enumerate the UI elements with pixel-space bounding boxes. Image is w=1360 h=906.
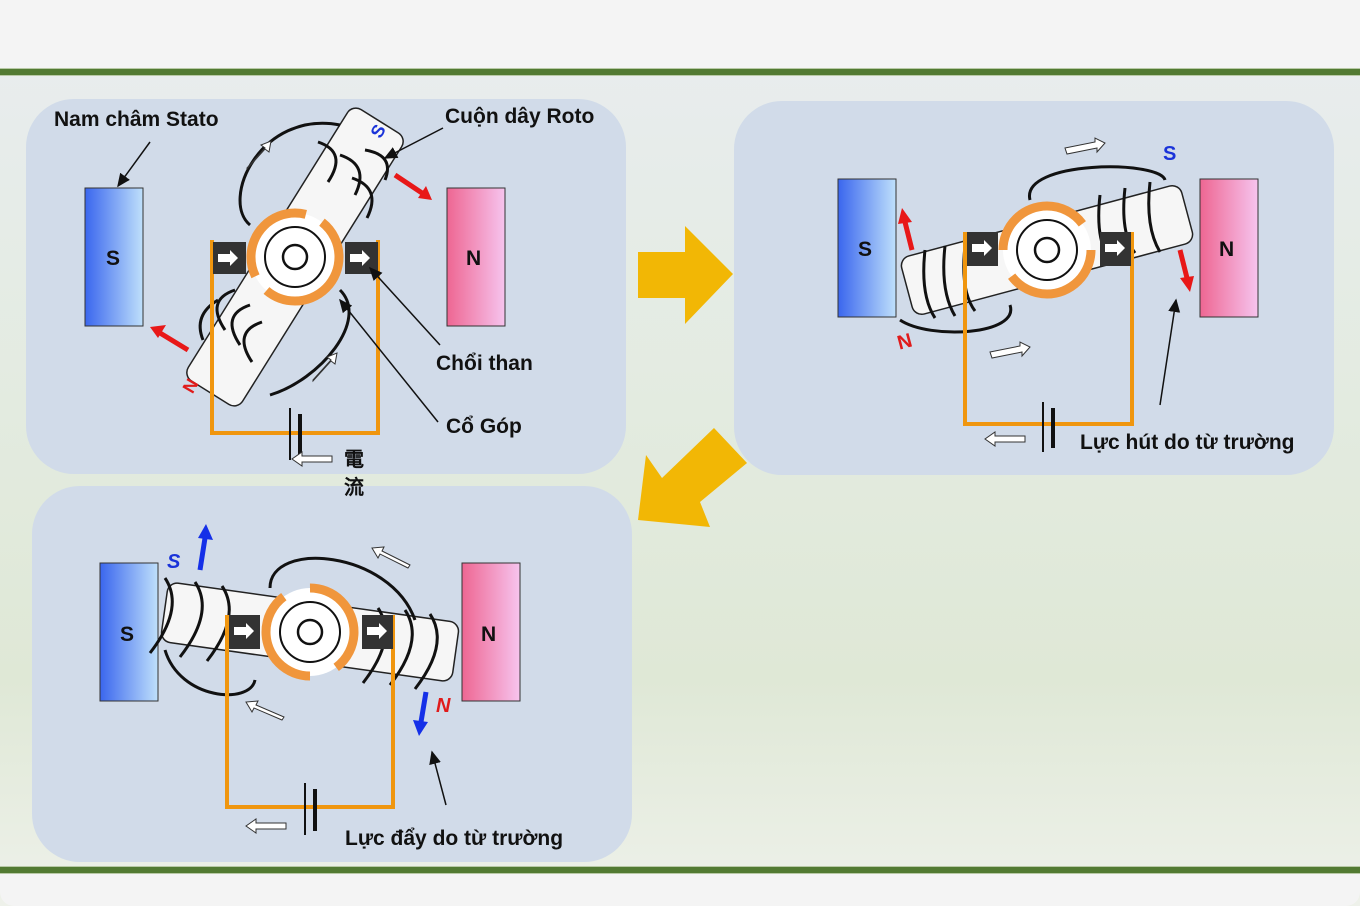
rotor-coil-label: Cuộn dây Roto bbox=[445, 105, 594, 128]
stator-north-pole bbox=[446, 187, 506, 327]
rotor-pole-s-letter: S bbox=[167, 551, 181, 573]
current-arrow-icon bbox=[1064, 137, 1106, 155]
stator-left-pole-letter: S bbox=[858, 238, 872, 261]
slide-header-bar bbox=[0, 0, 1360, 69]
rotor-pole-n-letter: N bbox=[436, 695, 451, 717]
stator-left-pole-letter: S bbox=[120, 623, 134, 646]
stator-north-pole bbox=[1199, 178, 1259, 318]
panel-3-diagram: S N S N Lực đẩy do từ trường bbox=[99, 524, 563, 850]
force-arrow-blue bbox=[197, 537, 208, 571]
current-arrow-icon bbox=[246, 140, 272, 171]
stator-south-pole bbox=[837, 178, 897, 318]
current-arrow-icon bbox=[245, 700, 285, 721]
current-arrow-icon bbox=[989, 341, 1031, 359]
current-arrow-icon bbox=[245, 818, 287, 834]
rotor-pole-n-letter: N bbox=[895, 330, 915, 355]
stator-south-pole bbox=[84, 187, 144, 327]
force-arrow-blue bbox=[418, 691, 429, 723]
footer-divider bbox=[0, 866, 1360, 874]
stator-right-pole-letter: N bbox=[1219, 238, 1234, 261]
commutator bbox=[998, 201, 1096, 299]
repulsion-force-label: Lực đẩy do từ trường bbox=[345, 827, 563, 850]
force-arrow-red bbox=[1177, 249, 1190, 279]
next-step-arrow-icon bbox=[638, 226, 733, 324]
stator-right-pole-letter: N bbox=[481, 623, 496, 646]
current-arrow-icon bbox=[984, 431, 1026, 447]
slide-footer-bar bbox=[0, 874, 1360, 906]
rotor-coil bbox=[148, 556, 439, 697]
stator-right-pole-letter: N bbox=[466, 247, 481, 270]
rotor-pole-s-letter: S bbox=[1163, 143, 1176, 165]
current-label-char-1: 電 bbox=[344, 448, 364, 471]
stator-north-pole bbox=[461, 562, 521, 702]
force-arrow-red bbox=[158, 330, 190, 353]
current-arrow-icon bbox=[312, 352, 338, 383]
header-divider bbox=[0, 68, 1360, 76]
stator-magnet-label: Nam châm Stato bbox=[54, 108, 219, 131]
panel-1-diagram: Nam châm Stato Cuộn dây Roto Chổi than C… bbox=[54, 105, 594, 499]
circuit-wire bbox=[225, 615, 395, 809]
commutator bbox=[246, 208, 344, 306]
panel-2-diagram: S N S N Lực hút do từ trường bbox=[837, 137, 1295, 454]
force-arrow-red bbox=[393, 172, 427, 198]
force-arrow-red bbox=[902, 221, 915, 251]
attraction-force-label: Lực hút do từ trường bbox=[1080, 431, 1295, 454]
brush-label: Chổi than bbox=[436, 352, 533, 375]
circuit-wire bbox=[963, 232, 1134, 426]
current-arrow-icon bbox=[291, 451, 333, 467]
current-arrow-icon bbox=[371, 546, 411, 569]
current-label-char-2: 流 bbox=[344, 475, 364, 499]
circuit-wire bbox=[210, 240, 380, 435]
next-step-arrow-down-left-icon bbox=[638, 428, 747, 527]
commutator bbox=[261, 583, 359, 681]
stator-left-pole-letter: S bbox=[106, 247, 120, 270]
commutator-label: Cổ Góp bbox=[446, 415, 522, 438]
stator-south-pole bbox=[99, 562, 159, 702]
